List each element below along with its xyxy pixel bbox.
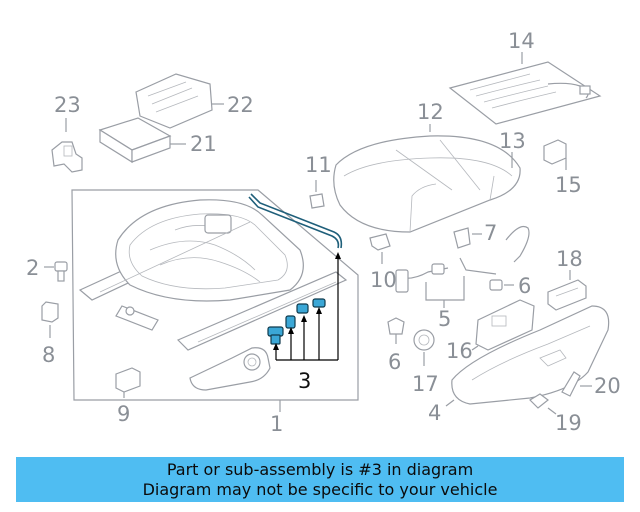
- seat-cushion: [333, 124, 521, 233]
- part-8-clip: [41, 301, 59, 338]
- callout-label: 17: [412, 372, 439, 396]
- part-14-mat: [448, 52, 602, 125]
- part-2-bolt: [44, 261, 68, 282]
- part-9-block: [115, 367, 141, 398]
- callout-label: 9: [117, 402, 130, 426]
- part-16-module: [471, 299, 535, 351]
- part-21-module: [98, 117, 186, 164]
- callout-label: 6: [388, 350, 401, 374]
- part-11-bracket: [309, 180, 325, 209]
- callout-label: 7: [484, 221, 497, 245]
- callout-label: 2: [26, 256, 39, 280]
- part-22-ecu: [135, 73, 224, 129]
- callout-label: 19: [555, 411, 582, 435]
- callout-label: 12: [417, 100, 444, 124]
- part-6-screw-a: [489, 279, 514, 291]
- part-3-leader: [273, 252, 341, 361]
- callout-label: 14: [508, 29, 535, 53]
- part-19-button: [529, 393, 557, 415]
- callout-label: 22: [227, 93, 254, 117]
- part-3-bar: [248, 193, 343, 249]
- callout-label: 16: [446, 339, 473, 363]
- info-banner: Part or sub-assembly is #3 in diagram Di…: [16, 457, 624, 502]
- part-20-button: [561, 371, 592, 397]
- callout-label: 20: [594, 374, 621, 398]
- callout-labels: 1 2 3 4 5 6 6 7 8 9 10 11 12 13 14 15 16…: [26, 29, 621, 436]
- parts-diagram: 1 2 3 4 5 6 6 7 8 9 10 11 12 13 14 15 16…: [26, 29, 621, 436]
- part-5-harness: [395, 257, 497, 308]
- callout-label: 8: [42, 343, 55, 367]
- part-18-switch: [547, 270, 587, 311]
- seat-frame: [78, 199, 348, 391]
- part-17-knob: [413, 329, 435, 366]
- part-15-connector: [543, 139, 567, 170]
- callout-label: 10: [370, 268, 397, 292]
- callout-label-highlighted: 3: [298, 369, 311, 393]
- part-3-fasteners: [267, 298, 326, 345]
- callout-label: 23: [54, 93, 81, 117]
- callout-label: 6: [518, 274, 531, 298]
- callout-label: 1: [270, 412, 283, 436]
- banner-line-1: Part or sub-assembly is #3 in diagram: [166, 460, 474, 479]
- part-7-clip: [453, 225, 530, 263]
- callout-label: 11: [305, 153, 332, 177]
- part-10-bracket: [369, 233, 391, 264]
- callout-label: 13: [499, 129, 526, 153]
- callout-label: 21: [190, 132, 217, 156]
- callout-label: 4: [428, 401, 441, 425]
- part-6-screw-b: [387, 317, 405, 344]
- seat-frame-panel: [71, 189, 359, 412]
- callout-label: 15: [555, 173, 582, 197]
- part-23-bracket: [51, 118, 83, 173]
- callout-label: 18: [556, 247, 583, 271]
- callout-label: 5: [438, 307, 451, 331]
- banner-line-2: Diagram may not be specific to your vehi…: [142, 480, 498, 499]
